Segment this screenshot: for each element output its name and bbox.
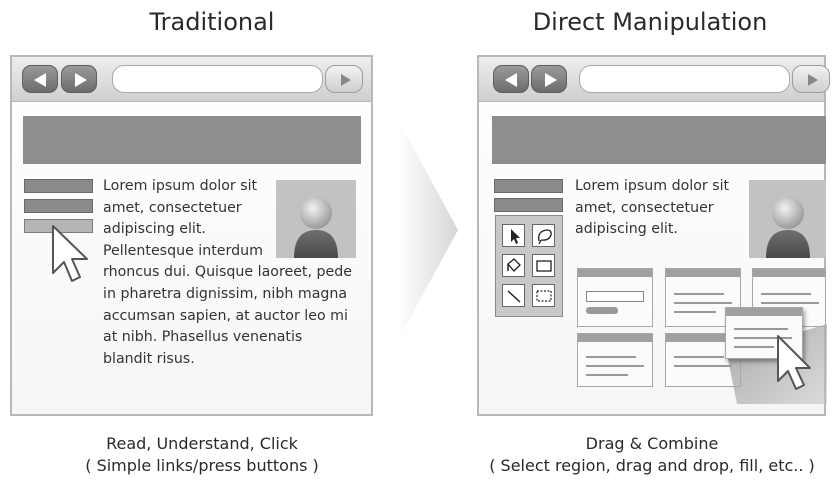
back-arrow-icon: [34, 73, 46, 87]
right-caption: Drag & Combine ( Select region, drag and…: [482, 433, 822, 477]
fill-tool-icon: [507, 258, 521, 272]
left-caption-line-1: Read, Understand, Click: [106, 434, 298, 453]
link-bar-1[interactable]: [24, 179, 93, 193]
profile-photo: [749, 180, 826, 258]
right-caption-line-2: ( Select region, drag and drop, fill, et…: [489, 456, 815, 475]
text-line: Pellentesque interdum: [103, 242, 263, 259]
forward-arrow-icon: [545, 73, 557, 87]
text-line: amet, consectetuer: [103, 199, 242, 216]
right-caption-line-1: Drag & Combine: [585, 434, 719, 453]
left-panel-title: Traditional: [149, 8, 275, 36]
select-region-tool-button[interactable]: [532, 284, 555, 307]
text-line: Lorem ipsum dolor sit: [575, 178, 730, 194]
text-line: at nibh. Phasellus venenatis: [103, 329, 303, 346]
line-tool-button[interactable]: [502, 284, 525, 307]
address-bar[interactable]: [579, 65, 790, 93]
profile-photo: [276, 180, 356, 258]
forward-button[interactable]: [531, 65, 567, 93]
forward-button[interactable]: [61, 65, 97, 93]
text-line: adipiscing elit.: [575, 221, 678, 238]
mouse-cursor-icon: [777, 335, 811, 390]
address-bar[interactable]: [112, 65, 323, 93]
direct-manipulation-browser-window: Lorem ipsum dolor sit amet, consectetuer…: [477, 55, 830, 416]
back-button[interactable]: [493, 65, 529, 93]
text-line: accumsan sapien, at auctor leo mi: [103, 307, 348, 324]
pointer-tool-button[interactable]: [502, 224, 525, 247]
content-widget[interactable]: [577, 333, 653, 387]
traditional-browser-window: Lorem ipsum dolor sit amet, consectetuer…: [10, 55, 373, 416]
go-button[interactable]: [792, 65, 830, 93]
back-button[interactable]: [22, 65, 58, 93]
link-bar-2[interactable]: [494, 198, 563, 212]
link-bar-1[interactable]: [494, 179, 563, 193]
line-tool-icon: [507, 290, 521, 303]
browser-toolbar: [479, 57, 830, 102]
go-button[interactable]: [325, 65, 363, 93]
right-panel-title: Direct Manipulation: [532, 8, 768, 36]
pointer-tool-icon: [511, 229, 520, 244]
left-caption-line-2: ( Simple links/press buttons ): [85, 456, 319, 475]
transition-arrow-icon: [398, 120, 458, 340]
play-icon: [808, 74, 818, 86]
page-banner: [23, 116, 361, 164]
text-line: Lorem ipsum dolor sit: [103, 178, 258, 194]
form-widget[interactable]: [577, 268, 653, 327]
play-icon: [341, 74, 351, 86]
article-text: Lorem ipsum dolor sit amet, consectetuer…: [103, 176, 363, 370]
lasso-tool-icon: [538, 229, 552, 245]
back-arrow-icon: [505, 73, 517, 87]
text-line: blandit risus.: [103, 350, 195, 367]
text-line: amet, consectetuer: [575, 199, 714, 216]
tool-palette: [495, 215, 563, 317]
page-banner: [492, 116, 826, 164]
fill-tool-button[interactable]: [502, 254, 525, 277]
text-line: rhoncus dui. Quisque laoreet, pede: [103, 264, 352, 281]
person-avatar-icon: [294, 197, 338, 258]
text-line: in pharetra dignissim, nibh magna: [103, 285, 348, 302]
browser-toolbar: [12, 57, 371, 102]
left-caption: Read, Understand, Click ( Simple links/p…: [52, 433, 352, 477]
text-line: adipiscing elit.: [103, 221, 206, 238]
select-region-tool-icon: [536, 290, 552, 302]
rectangle-tool-button[interactable]: [532, 254, 555, 277]
article-text: Lorem ipsum dolor sit amet, consectetuer…: [575, 176, 775, 241]
mouse-cursor-icon: [52, 225, 88, 282]
rectangle-tool-icon: [536, 260, 552, 272]
lasso-tool-button[interactable]: [532, 224, 555, 247]
link-bar-2[interactable]: [24, 199, 93, 213]
person-avatar-icon: [766, 197, 810, 258]
forward-arrow-icon: [75, 73, 87, 87]
